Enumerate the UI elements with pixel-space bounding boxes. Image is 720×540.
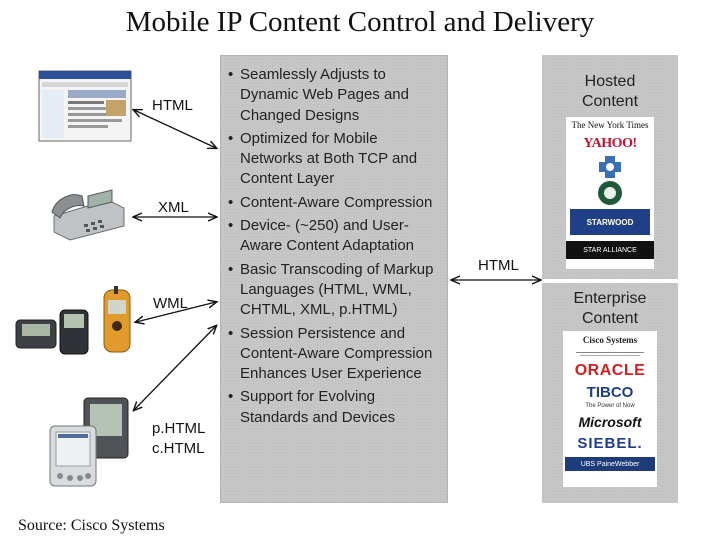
ubs-painewebber-logo: UBS PaineWebber	[565, 457, 655, 471]
feature-item: Seamlessly Adjusts to Dynamic Web Pages …	[226, 65, 442, 126]
arrow-wml	[136, 302, 216, 322]
ip-phone-icon	[48, 186, 128, 242]
page-title: Mobile IP Content Control and Delivery	[125, 6, 595, 38]
features-panel: Seamlessly Adjusts to Dynamic Web Pages …	[220, 55, 448, 503]
enterprise-title-line1: Enterprise	[573, 290, 647, 307]
enterprise-title-line2: Content	[581, 310, 639, 327]
cisco-logo: Cisco Systems	[582, 335, 638, 345]
device-label-phtml: p.HTML c.HTML	[152, 419, 205, 459]
device-label-chtml-line: c.HTML	[152, 440, 205, 457]
pda-devices-icon	[48, 396, 132, 488]
hosted-logo-stack: The New York Times YAHOO! STARWOOD STAR …	[566, 117, 654, 269]
tibco-logo: TIBCO	[586, 383, 634, 401]
feature-item: Content-Aware Compression	[226, 193, 442, 214]
feature-list: Seamlessly Adjusts to Dynamic Web Pages …	[220, 55, 448, 428]
tibco-tagline: The Power of Now	[585, 403, 635, 409]
hosted-title-line2: Content	[581, 93, 639, 110]
cisco-tagline	[563, 349, 657, 359]
feature-item: Session Persistence and Content-Aware Co…	[226, 324, 442, 385]
arrow-html	[134, 110, 216, 148]
enterprise-logo-stack: Cisco Systems ORACLE TIBCO The Power of …	[563, 331, 657, 487]
oracle-logo: ORACLE	[574, 362, 646, 379]
feature-item: Device- (~250) and User-Aware Content Ad…	[226, 216, 442, 257]
star-alliance-logo: STAR ALLIANCE	[566, 241, 654, 259]
device-label-xml: XML	[158, 199, 189, 216]
arrow-phtml	[134, 326, 216, 410]
enterprise-content-title: Enterprise Content	[542, 289, 678, 329]
nytimes-logo: The New York Times	[571, 120, 649, 130]
siebel-logo: SIEBEL.	[577, 434, 643, 452]
hosted-title-line1: Hosted	[584, 73, 636, 90]
source-caption: Source: Cisco Systems	[18, 517, 165, 534]
content-panel: Hosted Content The New York Times YAHOO!…	[542, 55, 678, 503]
browser-window-icon	[38, 70, 132, 142]
link-label-html: HTML	[478, 257, 519, 274]
hosted-content-title: Hosted Content	[542, 72, 678, 112]
feature-item: Support for Evolving Standards and Devic…	[226, 387, 442, 428]
device-label-phtml-line: p.HTML	[152, 420, 206, 437]
panel-divider	[542, 279, 678, 283]
feature-item: Basic Transcoding of Markup Languages (H…	[226, 260, 442, 321]
microsoft-logo: Microsoft	[578, 414, 642, 430]
starbucks-emblem-logo	[566, 179, 654, 207]
feature-item: Optimized for Mobile Networks at Both TC…	[226, 129, 442, 190]
starwood-logo: STARWOOD	[570, 209, 650, 235]
cross-emblem-logo	[566, 155, 654, 179]
mobile-phones-icon	[14, 286, 138, 358]
yahoo-logo: YAHOO!	[583, 136, 637, 151]
